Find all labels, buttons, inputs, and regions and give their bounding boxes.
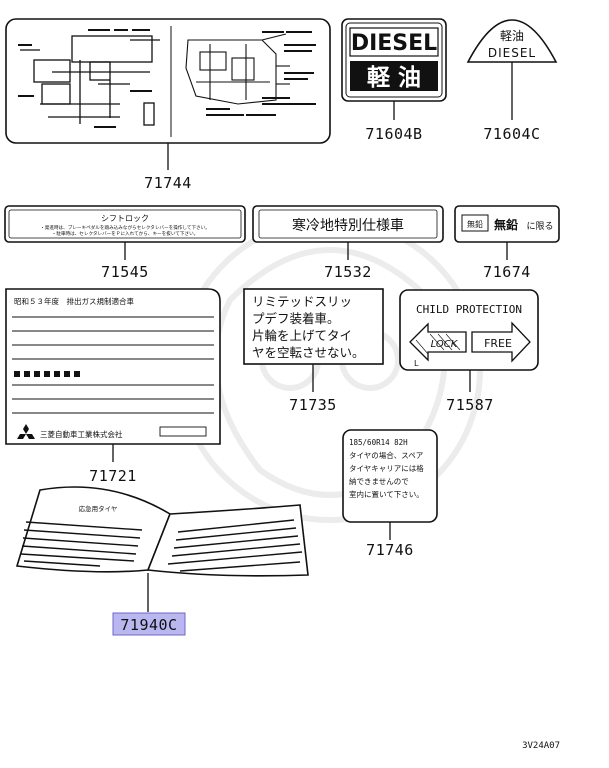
label-71587[interactable]: CHILD PROTECTION LOCK FREE L [399, 289, 539, 392]
lsd-line2: プデフ装着車。 [252, 311, 340, 326]
part-number-71735[interactable]: 71735 [289, 396, 337, 414]
label-71735[interactable]: リミテッドスリッ プデフ装着車。 片輪を上げてタイ ヤを空転させない。 [243, 288, 384, 392]
cold-spec-text: 寒冷地特別仕様車 [292, 217, 404, 234]
unleaded-suffix: に限る [526, 221, 553, 232]
label-71532[interactable]: 寒冷地特別仕様車 [252, 205, 444, 260]
label-71746[interactable]: 185/60R14 82H タイヤの場合、スペア タイヤキャリアには格 納できま… [342, 429, 438, 540]
engine-schematic-right [185, 33, 290, 105]
spare-text-right [167, 519, 303, 572]
label-71674[interactable]: 無鉛 無鉛 に限る [454, 205, 560, 260]
diesel-c-en-text: DIESEL [488, 46, 536, 60]
tire-line2: タイヤキャリアには格 [349, 463, 424, 473]
shift-lock-line2: ・駐車時は、セレクタレバーをＰに入れてから、キーを抜いて下さい。 [52, 230, 199, 237]
shift-lock-line1: ・発進時は、ブレーキペダルを踏み込みながらセレクタレバーを操作して下さい。 [40, 224, 210, 231]
part-number-71744[interactable]: 71744 [144, 174, 192, 192]
lsd-line4: ヤを空転させない。 [252, 345, 365, 360]
emission-table-lines [12, 316, 214, 414]
emission-table-text [14, 371, 80, 377]
lsd-line3: 片輪を上げてタイ [252, 328, 352, 343]
part-number-71940C[interactable]: 71940C [120, 616, 177, 634]
child-title: CHILD PROTECTION [416, 303, 522, 316]
child-lock-text: LOCK [431, 339, 459, 350]
label-71940C[interactable]: 応急用タイヤ [15, 486, 309, 636]
diesel-jp-text: 軽 油 [367, 65, 421, 91]
child-l-text: L [414, 359, 419, 368]
spare-title: 応急用タイヤ [79, 504, 118, 513]
engine-schematic-right-text [206, 31, 316, 116]
engine-schematic-left-text [18, 29, 152, 128]
label-71545[interactable]: シフトロック ・発進時は、ブレーキペダルを踏み込みながらセレクタレバーを操作して… [4, 205, 246, 260]
tire-line4: 室内に置いて下さい。 [349, 489, 424, 499]
unleaded-icon-text: 無鉛 [467, 219, 483, 229]
lsd-line1: リミテッドスリッ [252, 294, 352, 309]
diagram-id: 3V24A07 [522, 741, 560, 751]
part-number-71587[interactable]: 71587 [446, 396, 494, 414]
label-71744[interactable] [5, 18, 331, 170]
part-number-71604C[interactable]: 71604C [483, 125, 540, 143]
unleaded-text: 無鉛 [494, 217, 518, 232]
part-number-71604B[interactable]: 71604B [365, 125, 422, 143]
label-71721[interactable]: 昭和５３年度 排出ガス規制適合車 三菱自動車工業株式会社 [5, 288, 221, 462]
free-arrow-icon [471, 321, 531, 363]
maker-text: 三菱自動車工業株式会社 [40, 429, 123, 439]
highlight-box [112, 612, 186, 636]
diesel-c-jp-text: 軽油 [500, 29, 524, 43]
emission-title: 昭和５３年度 排出ガス規制適合車 [14, 296, 134, 306]
shift-lock-title: シフトロック [101, 214, 149, 223]
tire-line1: タイヤの場合、スペア [349, 450, 423, 460]
tire-size: 185/60R14 82H [349, 438, 408, 447]
spare-text-left [20, 521, 143, 567]
part-number-71746[interactable]: 71746 [366, 541, 414, 559]
diesel-en-text: DIESEL [351, 31, 437, 56]
label-71604C[interactable]: 軽油 DIESEL [466, 19, 558, 120]
label-71604B[interactable]: DIESEL 軽 油 [341, 18, 447, 120]
tire-line3: 納できませんので [349, 476, 409, 486]
engine-schematic-left [20, 35, 160, 126]
mitsubishi-logo [17, 424, 35, 439]
part-number-71545[interactable]: 71545 [101, 263, 149, 281]
lock-arrow-icon [409, 322, 467, 362]
part-number-71721[interactable]: 71721 [89, 467, 137, 485]
part-number-71674[interactable]: 71674 [483, 263, 531, 281]
child-free-text: FREE [484, 337, 512, 350]
part-number-71532[interactable]: 71532 [324, 263, 372, 281]
